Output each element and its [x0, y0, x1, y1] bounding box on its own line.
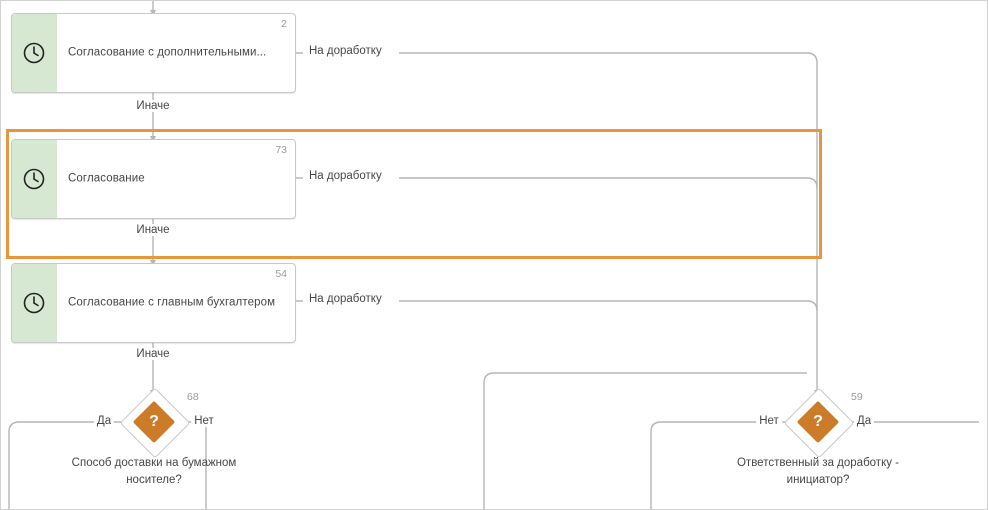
task-node-73[interactable]: 73 Согласование — [11, 139, 296, 219]
edge-label-da: Да — [93, 415, 115, 427]
task-title: Согласование с дополнительными... — [68, 46, 267, 59]
gateway-question-mark: ? — [813, 413, 823, 430]
task-id: 2 — [281, 18, 287, 30]
gateway-question-mark: ? — [149, 413, 159, 430]
task-title: Согласование с главным бухгалтером — [68, 296, 276, 309]
task-id: 54 — [275, 268, 287, 280]
gateway-caption: Ответственный за доработку - инициатор? — [736, 457, 900, 486]
gateway-id: 59 — [851, 391, 863, 403]
clock-icon — [23, 42, 45, 64]
gateway-caption: Способ доставки на бумажном носителе? — [71, 457, 237, 486]
clock-icon — [23, 168, 45, 190]
edge-label-net: Нет — [191, 415, 217, 427]
edge-label-inache: Иначе — [133, 348, 173, 360]
gateway-node-68[interactable]: ? 68 Способ доставки на бумажном носител… — [72, 387, 236, 486]
gateway-id: 68 — [187, 391, 199, 403]
clock-icon — [23, 292, 45, 314]
edge-label-net: Нет — [756, 415, 782, 427]
task-node-2[interactable]: 2 Согласование с дополнительными... — [11, 13, 296, 93]
edge-label-inache: Иначе — [133, 100, 173, 112]
edge-label-na-dorabotku: На доработку — [306, 170, 385, 182]
edge-label-na-dorabotku: На доработку — [306, 45, 385, 57]
gateway-node-59[interactable]: ? 59 Ответственный за доработку - инициа… — [737, 387, 899, 486]
edge-label-inache: Иначе — [133, 224, 173, 236]
edge-label-na-dorabotku: На доработку — [306, 293, 385, 305]
task-id: 73 — [275, 144, 287, 156]
edge-label-da: Да — [853, 415, 875, 427]
task-node-54[interactable]: 54 Согласование с главным бухгалтером — [11, 263, 296, 343]
task-title: Согласование — [68, 172, 145, 185]
